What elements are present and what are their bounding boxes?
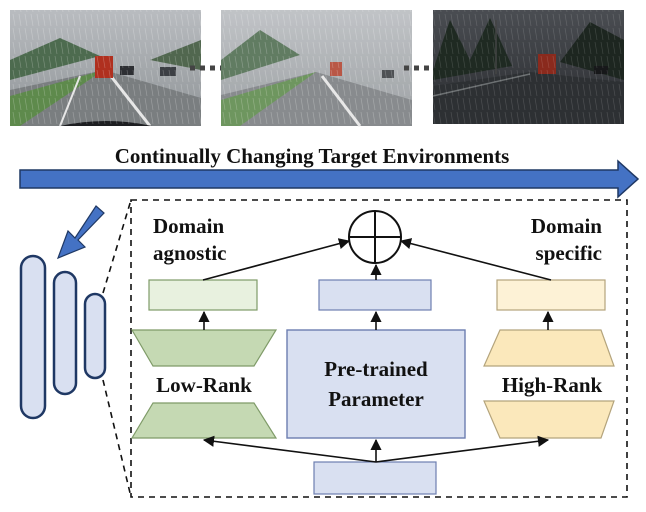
flow-arrows [198,238,554,463]
backbone-model-icon [19,254,107,420]
pretrained-label-line2: Parameter [328,387,424,411]
high-rank-label: High-Rank [502,373,603,397]
agnostic-output-feature [148,279,258,311]
environment-arrow: Continually Changing Target Environments [19,144,640,199]
high-rank-up-projection [483,329,615,367]
insert-arrow [56,205,105,260]
zoom-lines [102,199,628,498]
sum-node [348,210,402,264]
pretrained-parameter-block [286,329,466,439]
low-rank-label: Low-Rank [156,373,252,397]
domain-specific-line1: Domain [531,214,602,238]
rain-frame-medium [221,10,412,127]
center-output-feature [318,279,432,311]
rain-frame-light [10,10,201,127]
high-rank-down-projection [483,400,615,439]
domain-specific-line2: specific [536,241,602,265]
domain-agnostic-line1: Domain [153,214,224,238]
environment-arrow-label: Continually Changing Target Environments [115,144,510,168]
low-rank-down-projection [130,402,278,439]
low-rank-up-projection [130,329,278,367]
pretrained-label-line1: Pre-trained [324,357,428,381]
domain-agnostic-line2: agnostic [153,241,227,265]
specific-output-feature [496,279,606,311]
input-feature [313,461,437,495]
rain-frame-dark [432,10,624,124]
